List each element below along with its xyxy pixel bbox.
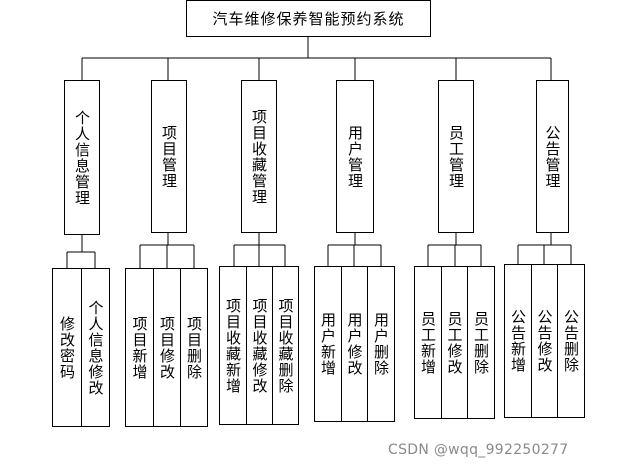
leaf-label: 公告修改 xyxy=(535,309,554,373)
leaf-announcement-delete: 公告删除 xyxy=(557,264,585,418)
module-personal-info: 个人信息管理 xyxy=(64,80,100,235)
module-announcements: 公告管理 xyxy=(536,80,569,233)
leaf-project-edit: 项目修改 xyxy=(153,268,181,427)
module-label: 个人信息管理 xyxy=(73,109,91,206)
module-label: 公告管理 xyxy=(543,124,562,189)
leaf-favorite-add: 项目收藏新增 xyxy=(219,266,247,425)
leaf-employee-edit: 员工修改 xyxy=(441,266,468,419)
leaf-label: 公告新增 xyxy=(509,309,527,373)
module-label: 员工管理 xyxy=(447,124,465,189)
leaf-label: 项目收藏新增 xyxy=(224,297,242,394)
leaf-announcement-edit: 公告修改 xyxy=(531,264,558,418)
leaf-label: 用户删除 xyxy=(372,312,390,376)
leaf-label: 员工修改 xyxy=(445,310,464,375)
module-label: 项目收藏管理 xyxy=(250,108,268,205)
leaf-announcement-add: 公告新增 xyxy=(504,264,532,418)
leaf-employee-add: 员工新增 xyxy=(414,266,442,419)
leaf-label: 项目删除 xyxy=(185,315,203,380)
leaf-project-delete: 项目删除 xyxy=(180,268,208,427)
leaf-favorite-edit: 项目收藏修改 xyxy=(246,266,273,425)
leaf-label: 员工新增 xyxy=(419,310,437,375)
leaf-label: 项目收藏删除 xyxy=(276,297,295,394)
watermark: CSDN @wqq_992250277 xyxy=(388,442,569,458)
leaf-user-edit: 用户修改 xyxy=(341,266,368,422)
root-node: 汽车维修保养智能预约系统 xyxy=(186,0,431,37)
leaf-label: 修改密码 xyxy=(58,315,76,380)
leaf-label: 员工删除 xyxy=(472,310,490,375)
leaf-employee-delete: 员工删除 xyxy=(467,266,495,419)
leaf-user-add: 用户新增 xyxy=(314,266,342,422)
leaf-label: 项目新增 xyxy=(130,315,149,380)
leaf-label: 项目修改 xyxy=(158,315,176,380)
module-employees: 员工管理 xyxy=(438,80,474,233)
leaf-change-password: 修改密码 xyxy=(52,268,82,427)
leaf-label: 项目收藏修改 xyxy=(250,297,269,394)
leaf-label: 用户修改 xyxy=(345,312,364,376)
root-label: 汽车维修保养智能预约系统 xyxy=(212,10,405,28)
module-projects: 项目管理 xyxy=(151,80,187,233)
module-label: 项目管理 xyxy=(160,124,178,189)
module-label: 用户管理 xyxy=(346,124,364,189)
leaf-project-add: 项目新增 xyxy=(125,268,154,427)
leaf-label: 个人信息修改 xyxy=(86,299,105,396)
leaf-edit-personal-info: 个人信息修改 xyxy=(81,268,110,427)
leaf-label: 用户新增 xyxy=(319,312,337,376)
module-users: 用户管理 xyxy=(336,80,374,233)
leaf-user-delete: 用户删除 xyxy=(367,266,395,422)
module-project-favorites: 项目收藏管理 xyxy=(241,80,277,233)
leaf-favorite-delete: 项目收藏删除 xyxy=(272,266,299,425)
leaf-label: 公告删除 xyxy=(562,309,580,373)
